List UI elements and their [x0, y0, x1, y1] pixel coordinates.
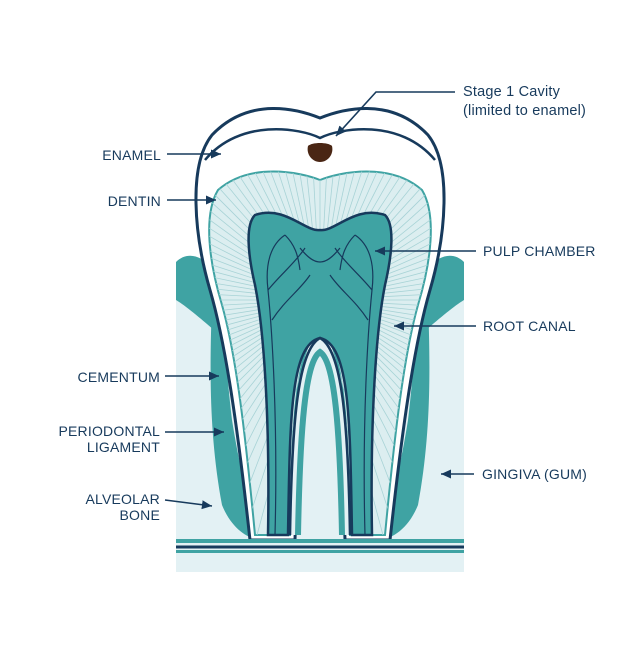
dentin-tubule-line: [359, 303, 431, 334]
label-enamel: ENAMEL: [102, 147, 161, 163]
dentin-tubule-line: [302, 171, 319, 261]
dentin-tubule-line: [359, 305, 431, 351]
dentin-tubule-line: [352, 323, 431, 489]
furcation-teal-band: [295, 348, 345, 536]
label-pulp-chamber: PULP CHAMBER: [483, 243, 596, 259]
dentin-tubule-line: [286, 171, 317, 261]
dentin-tubule-line: [236, 171, 311, 262]
dentin-tubule-line: [359, 301, 431, 318]
dentin-tubule-line: [209, 319, 286, 461]
label-gingiva: GINGIVA (GUM): [482, 466, 588, 482]
bone-base-band: [176, 539, 464, 543]
dentin-tubule-line: [209, 171, 284, 285]
dentin-tubule-line: [209, 328, 292, 527]
leader-arrows: [164, 91, 476, 510]
dentin-tubule-line: [323, 171, 354, 261]
label-pdl-line2: LIGAMENT: [86, 439, 160, 455]
dentin-tubule-line: [209, 311, 283, 400]
dentin-tubule-line: [354, 319, 431, 461]
dentin-tubule-line: [209, 171, 286, 281]
dentin-tubule-line: [359, 266, 431, 297]
dentin-tubule-line: [321, 171, 338, 261]
label-cavity-line1: Stage 1 Cavity: [463, 84, 561, 100]
dentin-tubule-line: [349, 326, 431, 515]
dentin-tubule-line: [209, 266, 281, 297]
dentin-tubule-line: [357, 200, 431, 289]
dentin-tubule-line: [331, 171, 420, 263]
dentin-tubule-line: [209, 184, 283, 287]
dentin-tubule-line: [348, 328, 431, 527]
label-stage1-cavity: Stage 1 Cavity (limited to enamel): [463, 83, 586, 121]
label-pdl-line1: PERIODONTAL: [58, 423, 160, 439]
enamel-inner-line: [204, 128, 436, 161]
dentin-tubule-line: [327, 171, 387, 261]
dentin-tubule-line: [209, 324, 290, 502]
dentin-tubule-line: [209, 317, 285, 446]
dentin-tubule-line: [356, 171, 431, 285]
dentin-tubule-line: [359, 282, 431, 299]
dentin-tubule-line: [209, 171, 285, 283]
dentin-tubule-line: [329, 171, 404, 262]
dentin-tubule-line: [355, 317, 431, 446]
dentin-tubule-line: [209, 171, 287, 279]
dentin-tubule-line: [209, 329, 294, 535]
dentin-tubule-line: [359, 249, 431, 295]
pulp-chamber: [247, 211, 393, 537]
dentin-tubule-line: [357, 313, 431, 416]
dentin-tubule-line: [325, 171, 371, 261]
dentin-tubule-line: [209, 282, 281, 299]
dentin-tubule-line: [209, 216, 282, 291]
dentin-tubule-line: [350, 324, 431, 502]
dentin-tubule-line: [209, 321, 287, 475]
dentin-tubule-line: [356, 315, 431, 431]
dentin-tubule-line: [346, 329, 431, 535]
dentin-tubule-line: [209, 233, 281, 293]
pulp-nerves: [266, 234, 374, 536]
label-root-canal: ROOT CANAL: [483, 318, 576, 334]
dentin-tubule-line: [269, 171, 315, 261]
periodontal-ligament-right: [378, 300, 430, 540]
dentin-tubule-line: [209, 309, 282, 384]
label-alveolar-line2: BONE: [119, 507, 160, 523]
periodontal-ligament: [210, 300, 262, 540]
dentin-tubule-line: [359, 307, 431, 367]
dentin-tubule-line: [209, 303, 281, 334]
dentin-tubule-line: [359, 233, 431, 293]
label-alveolar-bone: ALVEOLAR BONE: [86, 491, 161, 523]
dentin-tubule-line: [353, 321, 431, 475]
dentin-tubule-line: [209, 249, 281, 295]
dentin-tubule-line: [209, 305, 281, 351]
cavity-spot: [307, 143, 333, 162]
dentin-tubule-line: [253, 171, 313, 261]
dentin-tubule-line: [354, 171, 431, 281]
dentin-tubule-line: [353, 171, 431, 279]
label-periodontal-ligament: PERIODONTAL LIGAMENT: [58, 423, 160, 455]
dentin-tubule-line: [209, 200, 283, 289]
dentin-tubule-line: [357, 184, 431, 287]
dentin-tubule-line: [209, 301, 281, 318]
dentin-tubule-line: [209, 307, 281, 367]
label-dentin: DENTIN: [107, 193, 161, 209]
dentin-tubule-line: [358, 216, 431, 291]
dentin-tubule-line: [209, 326, 291, 515]
bone-base-band-lower: [176, 550, 464, 553]
label-cavity-line2: (limited to enamel): [463, 103, 587, 119]
dentin-tubule-line: [209, 313, 283, 416]
label-cementum: CEMENTUM: [77, 369, 160, 385]
label-alveolar-line1: ALVEOLAR: [85, 491, 160, 507]
dentin-tubule-line: [209, 315, 284, 431]
dentin-tubule-line: [355, 171, 431, 283]
dentin-tubule-line: [220, 171, 309, 263]
dentin-tubule-line: [209, 323, 288, 489]
